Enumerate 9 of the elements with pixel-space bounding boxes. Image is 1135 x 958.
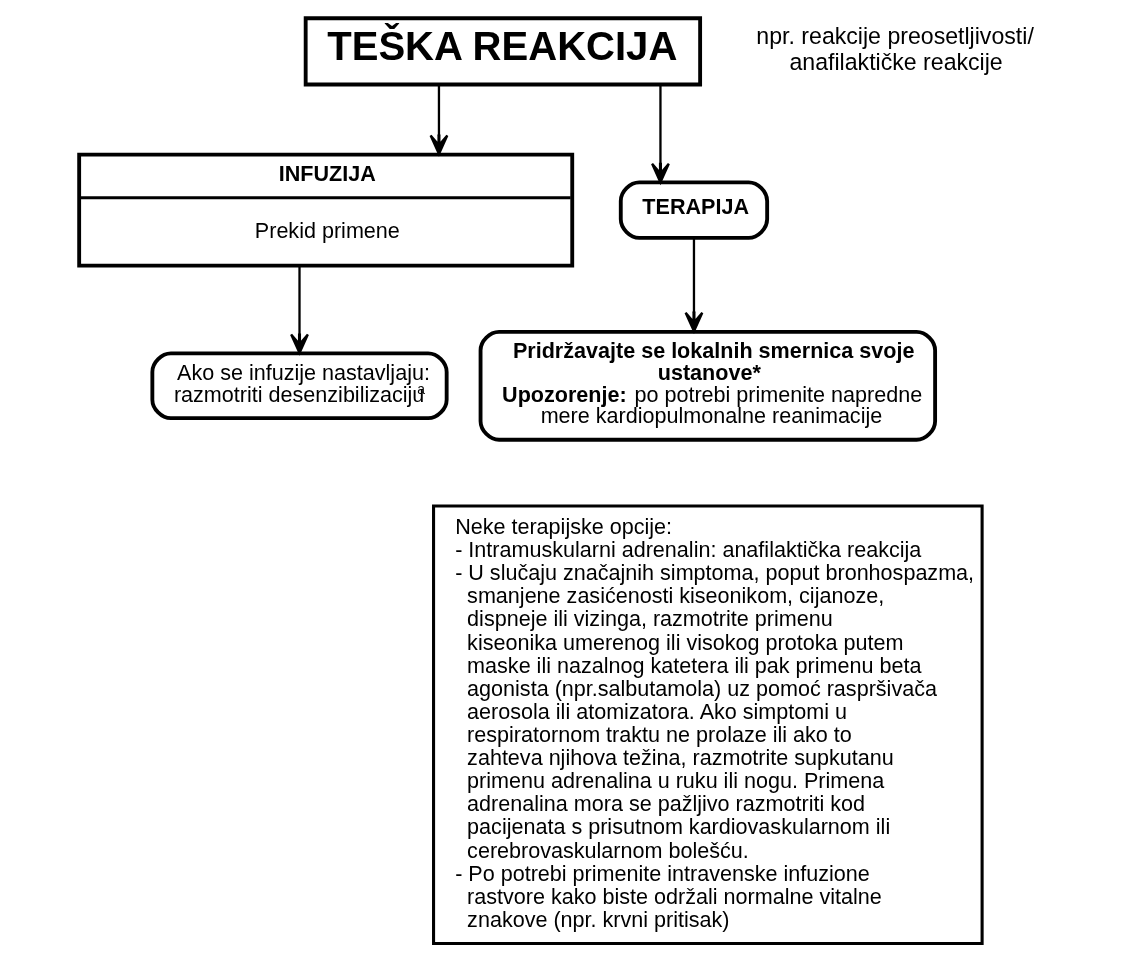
arrow bbox=[428, 85, 448, 156]
arrow bbox=[289, 265, 309, 355]
node-box: Neke terapijske opcije: - Intramuskularni adrenalin: anafilaktička reakcija - U slučaju značajnih simptoma, poput bronhospazma, smanjene zasićenosti kiseonikom, cijanoze, dispneje ili vizinga, razmotrite primenu kiseonika umerenog ili visokog protoka putem maske ili nazalnog katetera ili pak primenu beta agonista (npr.salbutamola) uz pomoć raspršivača aerosola ili atomizatora. Ako simptomi u respiratornom traktu ne prolaze ili ako to zahteva njihova težina, razmotrite supkutanu primenu adrenalina u ruku ili nogu. Primena adrenalina mora se pažljivo razmotriti kod pacijenata s prisutnom kardiovaskularnom ili cerebrovaskularnom bolešću. - Po potrebi primenite intravenske infuzione rastvore kako biste održali normalne vitalne znakove (npr. krvni pritisak) bbox=[431, 504, 984, 946]
arrow bbox=[684, 237, 703, 333]
node-box: TEŠKA REAKCIJA bbox=[303, 16, 702, 87]
node-box: TERAPIJA bbox=[618, 180, 769, 240]
arrow bbox=[650, 85, 670, 184]
node-box: Pridržavajte se lokalnih smernica svoje ustanove* Upozorenje: po potrebi primenite napredne mere kardiopulmonalne reanimacije bbox=[478, 329, 937, 442]
node-label: npr. reakcije preosetljivosti/ anafilaktičke reakcije bbox=[755, 22, 1034, 75]
